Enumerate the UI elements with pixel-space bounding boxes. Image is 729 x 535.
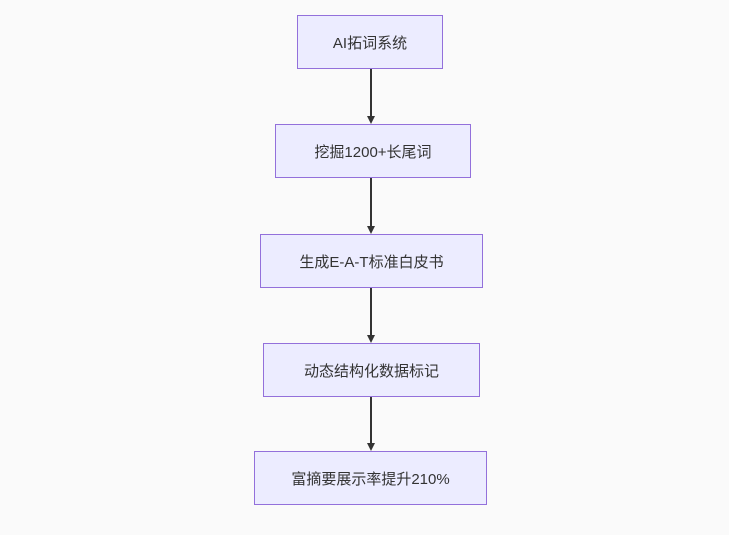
flowchart-node-structured-data-markup: 动态结构化数据标记 [263,343,480,397]
node-label: 富摘要展示率提升210% [291,470,450,488]
arrowhead-down-icon [366,335,375,343]
flowchart-node-ai-word-expansion: AI拓词系统 [297,15,443,69]
node-label: AI拓词系统 [332,34,408,52]
node-label: 挖掘1200+长尾词 [314,143,432,161]
flow-arrow-1 [366,69,376,124]
arrowhead-down-icon [366,443,375,451]
flowchart-node-rich-snippet-uplift: 富摘要展示率提升210% [254,451,487,505]
arrow-line [370,288,372,335]
flowchart-node-longtail-mining: 挖掘1200+长尾词 [275,124,471,178]
arrow-line [370,69,372,116]
arrowhead-down-icon [366,116,375,124]
flow-arrow-2 [366,178,376,234]
node-label: 生成E-A-T标准白皮书 [299,253,444,271]
flow-arrow-3 [366,288,376,343]
flowchart-node-eat-whitepaper: 生成E-A-T标准白皮书 [260,234,483,288]
arrow-line [370,178,372,226]
node-label: 动态结构化数据标记 [303,362,439,380]
arrow-line [370,397,372,443]
flow-arrow-4 [366,397,376,451]
arrowhead-down-icon [366,226,375,234]
